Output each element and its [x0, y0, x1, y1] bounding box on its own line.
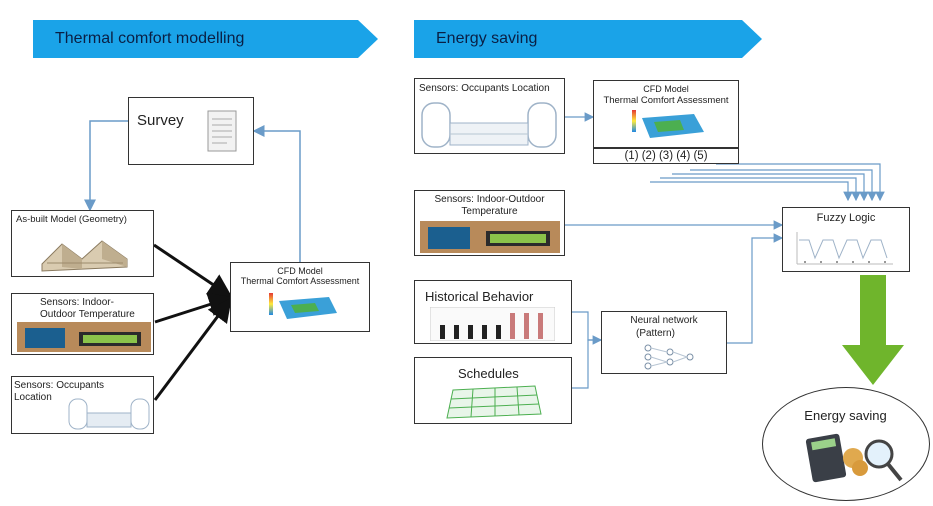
historical-behavior-box: Historical Behavior [414, 280, 572, 344]
energy-saving-ellipse: Energy saving [762, 387, 930, 501]
cfd-simulation-image [269, 293, 337, 319]
left-cfd-model-box: CFD Model Thermal Comfort Assessment [230, 262, 370, 332]
banner-arrow-shape [33, 20, 378, 58]
banner-energy-saving: Energy saving [414, 20, 762, 58]
occupant-layout-image [421, 102, 557, 148]
left-temp-label-line2: Outdoor Temperature [40, 309, 135, 320]
link-nn-to-fuzzy [727, 233, 784, 344]
energy-saving-label: Energy saving [804, 408, 887, 423]
survey-box: Survey [128, 97, 254, 165]
schedules-label: Schedules [458, 366, 519, 381]
left-temp-label-line1: Sensors: Indoor- [40, 297, 114, 308]
right-cfd-label-line1: CFD Model [643, 84, 689, 94]
link-cfd-to-survey [252, 125, 301, 264]
document-icon [207, 110, 237, 152]
asbuilt-model-box: As-built Model (Geometry) [11, 210, 154, 277]
left-cfd-label-line1: CFD Model [277, 266, 323, 276]
cfd-scenarios-label: (1) (2) (3) (4) (5) [624, 150, 708, 162]
historical-label: Historical Behavior [425, 289, 534, 304]
banner-title: Energy saving [436, 30, 538, 47]
arduino-sensor-image [420, 221, 560, 253]
link-scenario-1 [650, 181, 853, 202]
right-occupants-sensor-box: Sensors: Occupants Location [414, 78, 565, 154]
left-occ-label-line1: Sensors: Occupants [14, 380, 105, 391]
left-occupants-sensor-box: Sensors: Occupants Location [11, 376, 154, 434]
schedule-table-image [446, 385, 542, 419]
link-scenario-3 [672, 173, 869, 202]
survey-label: Survey [137, 112, 184, 129]
link-scenario-4 [690, 169, 877, 202]
building-geometry-image [41, 240, 128, 272]
banner-thermal-comfort-modelling: Thermal comfort modelling [33, 20, 378, 58]
left-occ-label-line2: Location [14, 392, 52, 403]
left-cfd-label-line2: Thermal Comfort Assessment [240, 276, 360, 286]
arrow-asbuilt-to-cfd [153, 243, 233, 298]
arrow-temp-to-cfd [154, 292, 233, 324]
asbuilt-label: As-built Model (Geometry) [16, 214, 127, 225]
left-temperature-sensor-box: Sensors: Indoor- Outdoor Temperature [11, 293, 154, 355]
link-historical-to-nn [572, 311, 601, 341]
link-survey-to-asbuilt [84, 120, 128, 212]
right-occ-label: Sensors: Occupants Location [419, 83, 550, 94]
right-temperature-sensor-box: Sensors: Indoor-Outdoor Temperature [414, 190, 565, 256]
nn-label-line2: (Pattern) [636, 328, 675, 339]
link-scenario-5 [716, 163, 885, 202]
occupant-layout-image [68, 398, 150, 430]
fuzzy-label: Fuzzy Logic [816, 212, 876, 224]
right-cfd-label-line2: Thermal Comfort Assessment [603, 95, 729, 106]
cfd-simulation-image [632, 110, 704, 138]
banner-title: Thermal comfort modelling [55, 30, 245, 47]
right-cfd-model-box: CFD Model Thermal Comfort Assessment [593, 80, 739, 148]
arduino-sensor-image [17, 322, 151, 352]
nn-label-line1: Neural network [630, 315, 698, 326]
neural-network-box: Neural network (Pattern) [601, 311, 727, 374]
arrow-occupants-to-cfd [153, 297, 232, 401]
fuzzy-logic-box: Fuzzy Logic [782, 207, 910, 272]
neural-network-diagram-image [644, 344, 694, 370]
right-temp-label-line2: Temperature [461, 206, 518, 217]
banner-arrow-shape [414, 20, 762, 58]
calculator-magnifier-image [805, 433, 903, 483]
schedules-box: Schedules [414, 357, 572, 424]
fuzzy-membership-chart-image [796, 232, 893, 265]
right-temp-label-line1: Sensors: Indoor-Outdoor [434, 194, 545, 205]
link-scenario-2 [660, 177, 861, 202]
arrow-fuzzy-to-energy-saving [842, 275, 904, 385]
behavior-bar-chart-image [430, 307, 555, 341]
link-schedules-to-nn [572, 335, 603, 389]
cfd-scenarios-strip: (1) (2) (3) (4) (5) [593, 148, 739, 164]
